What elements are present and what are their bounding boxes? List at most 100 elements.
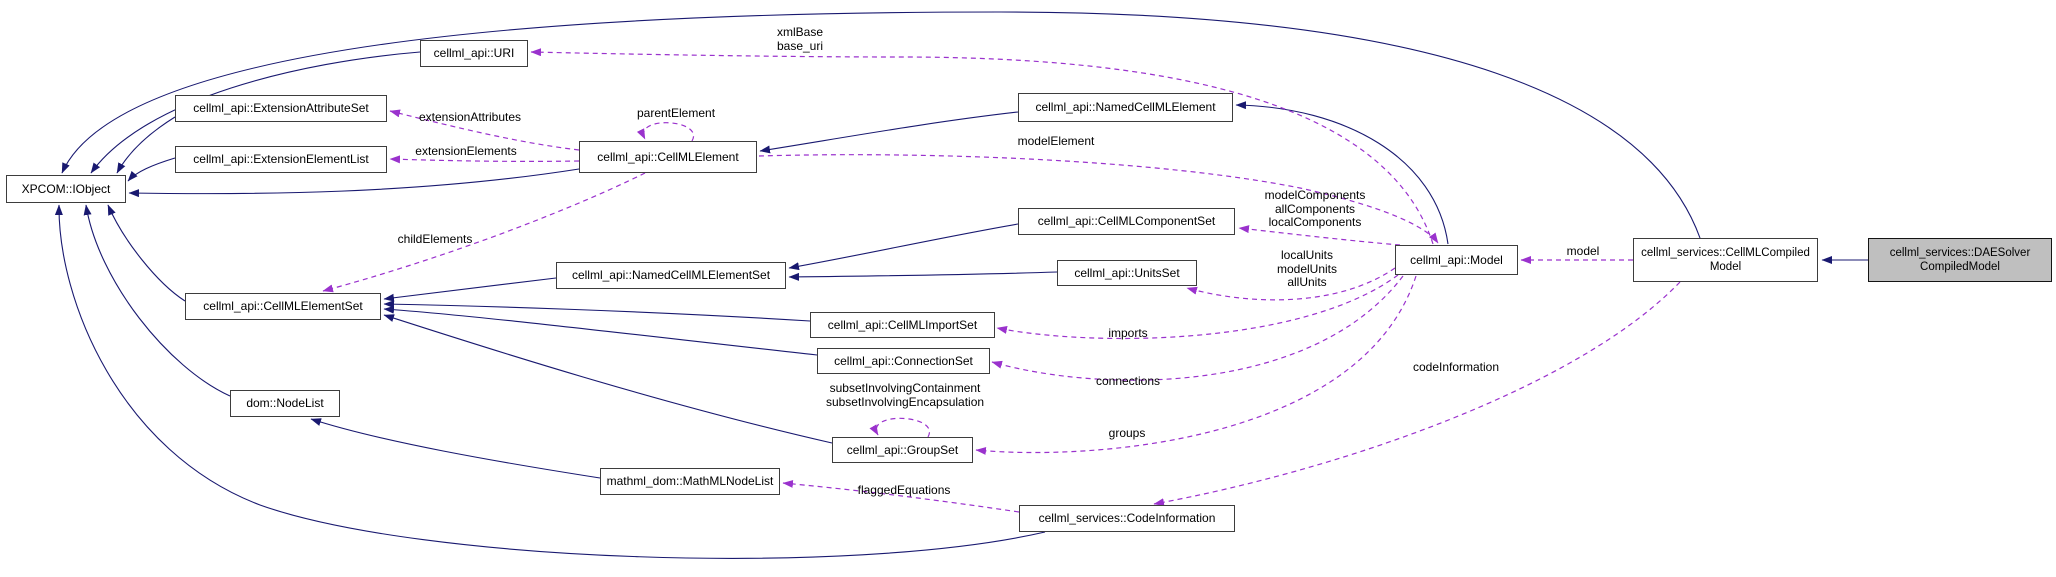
node-label: XPCOM::IObject xyxy=(21,181,111,196)
edge-label-flagged-equations: flaggedEquations xyxy=(857,483,951,498)
edge-inheritance-named-cellml-element-set-to-cellml-element-set xyxy=(383,277,557,302)
edge-inheritance-uri-to-iobject xyxy=(90,51,421,174)
edge-label-connections: connections xyxy=(1095,374,1161,389)
edge-label-line: modelUnits xyxy=(1276,261,1338,276)
edge-label-imports: imports xyxy=(1108,326,1148,341)
node-label: cellml_api::ExtensionAttributeSet xyxy=(193,101,369,115)
edge-label-model-element: modelElement xyxy=(1018,134,1095,149)
edge-label-code-information: codeInformation xyxy=(1412,360,1500,375)
node-label: cellml_api::CellMLComponentSet xyxy=(1037,214,1216,228)
edge-usage-cellml-element-self-parent-element xyxy=(636,122,695,142)
edge-inheritance-connection-set-to-cellml-element-set xyxy=(383,305,818,356)
edge-label-line: connections xyxy=(1095,374,1161,388)
edge-inheritance-cellml-element-set-to-iobject xyxy=(107,204,186,302)
edge-label-line: subsetInvolvingEncapsulation xyxy=(825,394,985,409)
edge-usage-cellml-element-to-extension-attribute-set xyxy=(389,109,580,151)
node-extension-attribute-set[interactable]: cellml_api::ExtensionAttributeSet xyxy=(175,95,387,122)
node-named-cellml-element[interactable]: cellml_api::NamedCellMLElement xyxy=(1018,93,1233,122)
node-label: cellml_api::NamedCellMLElementSet xyxy=(571,268,771,282)
edge-label-line: model xyxy=(1566,244,1600,258)
node-label: cellml_services::CellMLCompiled xyxy=(1641,246,1810,259)
edge-label-line: extensionAttributes xyxy=(418,110,522,124)
edge-inheritance-cellml-component-set-to-named-cellml-element-set xyxy=(788,223,1019,271)
edge-usage-model-to-group-set-groups xyxy=(975,275,1417,455)
edge-usage-cellml-element-to-cellml-element-set-child-elements xyxy=(322,172,646,293)
node-label: cellml_api::ExtensionElementList xyxy=(193,152,369,166)
edge-label-extension-elements: extensionElements xyxy=(415,144,517,159)
edge-usage-cellml-element-to-model-model-element xyxy=(758,154,1439,244)
node-cellml-component-set[interactable]: cellml_api::CellMLComponentSet xyxy=(1018,208,1235,235)
edge-label-line: groups xyxy=(1108,426,1146,440)
edge-label-line: modelComponents xyxy=(1264,188,1366,202)
edge-inheritance-compiled-model-to-iobject xyxy=(61,11,1701,239)
node-label: cellml_api::NamedCellMLElement xyxy=(1035,100,1216,114)
node-units-set[interactable]: cellml_api::UnitsSet xyxy=(1057,260,1197,286)
edge-inheritance-group-set-to-cellml-element-set xyxy=(383,314,833,444)
node-label: cellml_api::UnitsSet xyxy=(1074,265,1180,280)
edge-label-line: localComponents xyxy=(1268,215,1362,229)
edge-usage-code-information-to-mathml-node-list-flagged-equations xyxy=(782,479,1020,513)
edge-inheritance-cellml-element-to-iobject xyxy=(128,168,580,198)
node-model[interactable]: cellml_api::Model xyxy=(1395,245,1518,275)
edge-label-line: base_uri xyxy=(776,38,824,53)
edge-label-line: parentElement xyxy=(636,106,716,120)
edge-label-line: subsetInvolvingContainment xyxy=(829,381,981,395)
node-label: cellml_api::GroupSet xyxy=(846,442,959,457)
edge-label-line: codeInformation xyxy=(1412,360,1500,374)
edge-inheritance-node-list-to-iobject xyxy=(83,204,231,397)
edge-usage-compiled-model-to-code-information xyxy=(1153,281,1681,507)
node-code-information[interactable]: cellml_services::CodeInformation xyxy=(1019,505,1235,532)
node-label: cellml_api::Model xyxy=(1410,252,1503,267)
edge-inheritance-named-cellml-element-to-cellml-element xyxy=(759,111,1019,154)
node-uri[interactable]: cellml_api::URI xyxy=(420,40,528,67)
node-cellml-element[interactable]: cellml_api::CellMLElement xyxy=(579,141,757,173)
edge-label-line: imports xyxy=(1108,326,1148,340)
node-iobject[interactable]: XPCOM::IObject xyxy=(6,175,126,203)
node-named-cellml-element-set[interactable]: cellml_api::NamedCellMLElementSet xyxy=(556,262,786,289)
node-mathml-node-list[interactable]: mathml_dom::MathMLNodeList xyxy=(600,468,780,495)
node-label: cellml_api::URI xyxy=(433,46,515,60)
edge-inheritance-extension-element-list-to-iobject xyxy=(127,157,176,182)
node-label: cellml_api::CellMLElementSet xyxy=(203,299,363,313)
edge-label-line: allComponents xyxy=(1274,201,1356,216)
edge-label-extension-attributes: extensionAttributes xyxy=(418,110,522,125)
edge-label-line: extensionElements xyxy=(415,144,517,158)
edge-usage-model-to-units-set xyxy=(1186,267,1396,301)
node-label: cellml_api::ConnectionSet xyxy=(834,353,973,368)
node-connection-set[interactable]: cellml_api::ConnectionSet xyxy=(817,348,990,374)
edge-inheritance-extension-attribute-set-to-iobject xyxy=(116,116,176,174)
node-label: mathml_dom::MathMLNodeList xyxy=(606,474,774,488)
edge-inheritance-code-information-to-iobject xyxy=(54,204,1046,559)
node-label: cellml_api::CellMLImportSet xyxy=(827,317,978,332)
node-cellml-import-set[interactable]: cellml_api::CellMLImportSet xyxy=(810,312,995,338)
edge-label-line: allUnits xyxy=(1287,275,1327,289)
edge-label-line: xmlBase xyxy=(776,25,823,39)
edge-usage-model-to-cellml-component-set xyxy=(1238,225,1401,246)
edge-label-model: model xyxy=(1566,244,1600,259)
node-cellml-element-set[interactable]: cellml_api::CellMLElementSet xyxy=(185,293,381,320)
node-label: cellml_services::CodeInformation xyxy=(1038,511,1216,525)
edge-usage-group-set-self-subsets xyxy=(869,417,931,438)
edge-label-line: flaggedEquations xyxy=(857,483,951,497)
node-extension-element-list[interactable]: cellml_api::ExtensionElementList xyxy=(175,146,387,173)
edge-label-line: childElements xyxy=(397,232,473,246)
edge-inheritance-mathml-node-list-to-node-list xyxy=(310,418,601,479)
node-node-list[interactable]: dom::NodeList xyxy=(230,390,340,417)
edge-label-groups: groups xyxy=(1108,426,1146,441)
node-label: cellml_services::DAESolver xyxy=(1889,246,2031,259)
edge-label-parent-element: parentElement xyxy=(636,106,716,121)
node-label: Model xyxy=(1709,261,1742,273)
node-group-set[interactable]: cellml_api::GroupSet xyxy=(832,437,973,463)
edge-inheritance-cellml-import-set-to-cellml-element-set xyxy=(383,300,811,322)
edge-usage-model-to-uri-xmlbase xyxy=(530,48,1434,245)
node-label: dom::NodeList xyxy=(246,396,324,410)
edge-inheritance-model-to-named-cellml-element xyxy=(1235,101,1449,245)
